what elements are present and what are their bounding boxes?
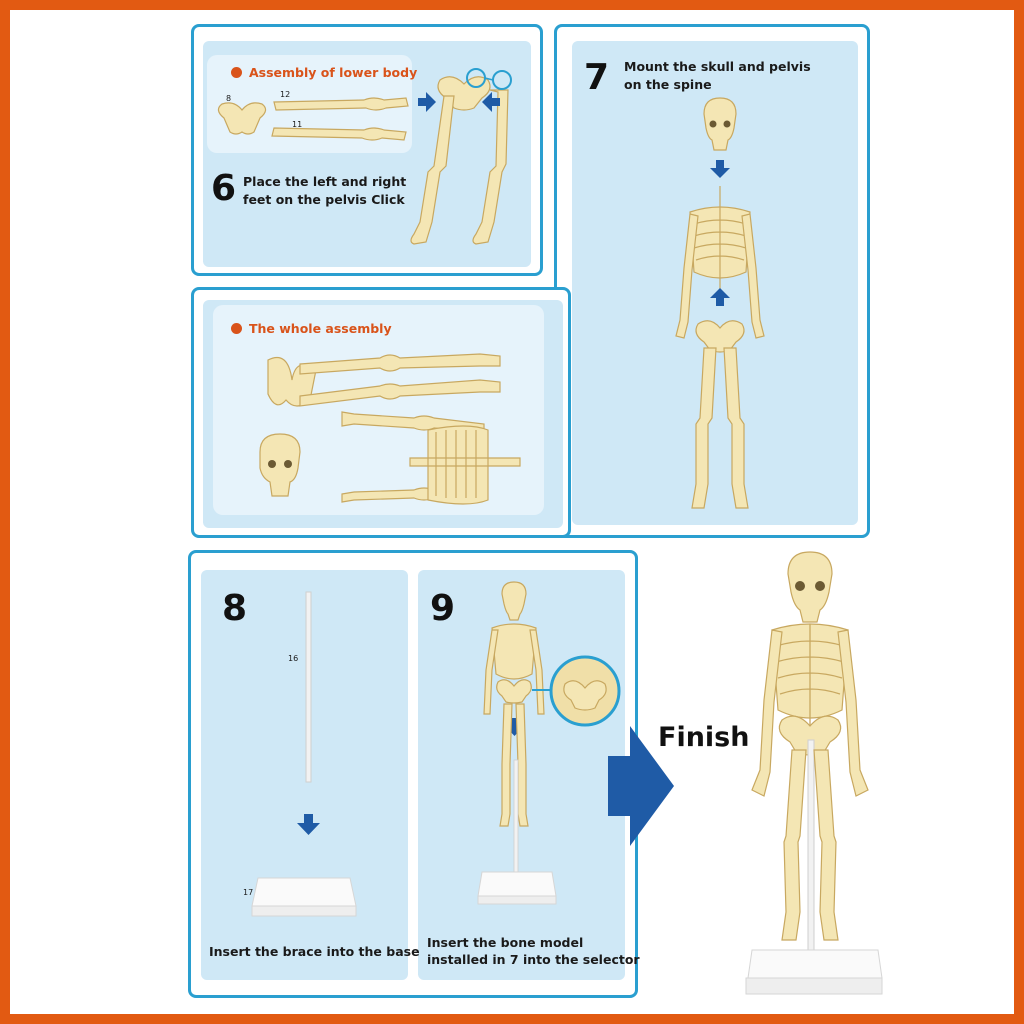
step-7-panel bbox=[572, 41, 858, 525]
step-9-text-line2: installed in 7 into the selector bbox=[427, 952, 640, 967]
step-9-panel bbox=[418, 570, 625, 980]
part-number-12-label: 12 bbox=[280, 90, 291, 99]
step-7-number: 7 bbox=[584, 57, 610, 98]
step-7-text-line1: Mount the skull and pelvis bbox=[624, 59, 811, 74]
step-8-panel bbox=[201, 570, 408, 980]
part-number-16-label: 16 bbox=[288, 654, 299, 663]
step-9-text-line1: Insert the bone model bbox=[427, 935, 584, 950]
bullet-dot-icon-2 bbox=[231, 323, 242, 334]
step-8-text: Insert the brace into the base bbox=[209, 944, 420, 959]
part-number-11-label: 11 bbox=[292, 120, 303, 129]
step-6-text-line1: Place the left and right bbox=[243, 174, 407, 189]
whole-assembly-title: The whole assembly bbox=[231, 321, 392, 337]
step-6-text-line2: feet on the pelvis Click bbox=[243, 192, 405, 207]
lower-body-title: Assembly of lower body bbox=[231, 65, 417, 81]
step-8-number: 8 bbox=[222, 588, 248, 629]
finish-label: Finish bbox=[658, 722, 750, 753]
part-number-8-label: 8 bbox=[226, 94, 232, 103]
step-7-text-line2: on the spine bbox=[624, 77, 712, 92]
bullet-dot-icon bbox=[231, 67, 242, 78]
step-6-number: 6 bbox=[211, 168, 237, 209]
step-7-box bbox=[554, 24, 870, 538]
part-number-17-label: 17 bbox=[243, 888, 254, 897]
step-9-number: 9 bbox=[430, 588, 456, 629]
